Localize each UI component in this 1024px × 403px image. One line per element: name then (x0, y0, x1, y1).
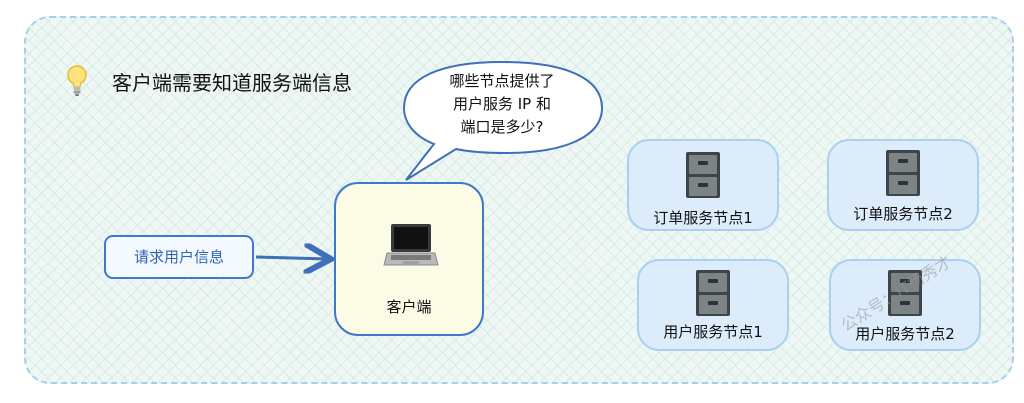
node-label: 用户服务节点2 (855, 325, 955, 343)
filing-cabinet-icon (888, 270, 922, 316)
bubble-line: 哪些节点提供了 (449, 72, 555, 90)
service-node[interactable]: 用户服务节点1 (637, 259, 789, 351)
client-label: 客户端 (386, 298, 432, 316)
speech-bubble (402, 60, 604, 181)
bubble-line: 端口是多少? (460, 118, 544, 136)
filing-cabinet-icon (686, 152, 720, 198)
diagram-title: 客户端需要知道服务端信息 (112, 71, 352, 95)
request-arrow (255, 257, 328, 259)
client-box[interactable]: 客户端 (334, 182, 484, 336)
bubble-line: 用户服务 IP 和 (452, 95, 551, 113)
speech-bubble-text: 哪些节点提供了 用户服务 IP 和 端口是多少? (404, 70, 600, 139)
filing-cabinet-icon (886, 150, 920, 196)
lightbulb-icon (67, 65, 87, 96)
request-user-info-button[interactable]: 请求用户信息 (104, 235, 254, 279)
node-label: 订单服务节点2 (853, 205, 953, 223)
laptop-icon (383, 224, 439, 266)
service-node[interactable]: 订单服务节点2 (827, 139, 979, 231)
node-label: 用户服务节点1 (663, 323, 763, 341)
service-node[interactable]: 用户服务节点2 (829, 259, 981, 351)
node-label: 订单服务节点1 (653, 209, 753, 227)
filing-cabinet-icon (696, 270, 730, 316)
service-node[interactable]: 订单服务节点1 (627, 139, 779, 231)
